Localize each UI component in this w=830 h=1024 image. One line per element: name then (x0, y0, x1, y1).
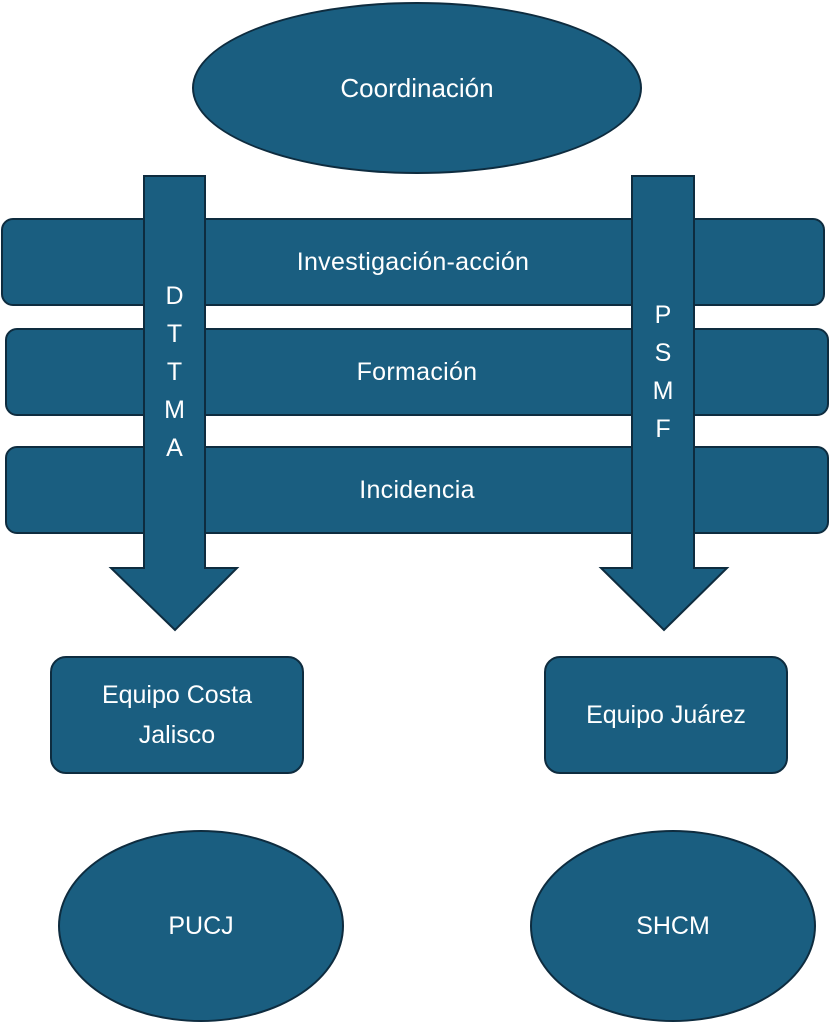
arrow-letter: D (165, 282, 184, 310)
institution-ellipse-pucj: PUCJ (58, 830, 344, 1022)
arrow-letter: P (654, 301, 672, 329)
institution-label: PUCJ (168, 911, 234, 940)
institution-label: SHCM (636, 911, 710, 940)
band-label: Investigación-acción (296, 247, 530, 276)
arrow-letter: M (652, 377, 674, 405)
left-down-arrow (108, 175, 240, 632)
team-label: Equipo Juárez (586, 701, 746, 729)
arrow-letter: T (166, 320, 183, 348)
band-label: Formación (356, 357, 478, 386)
coordination-ellipse: Coordinación (192, 2, 642, 174)
band-label: Incidencia (359, 475, 475, 504)
arrow-letter: T (166, 358, 183, 386)
institution-ellipse-shcm: SHCM (530, 830, 816, 1022)
arrow-letter: A (166, 434, 183, 462)
team-box-costa-jalisco: Equipo Costa Jalisco (50, 656, 304, 774)
right-arrow-letters: P S M F (632, 296, 694, 448)
arrow-letter: S (654, 339, 672, 367)
arrow-letter: M (164, 396, 185, 424)
left-arrow-letters: D T T M A (144, 277, 205, 467)
arrow-letter: F (655, 415, 671, 443)
team-box-juarez: Equipo Juárez (544, 656, 788, 774)
team-label: Equipo Costa Jalisco (101, 681, 253, 749)
coordination-label: Coordinación (340, 72, 494, 103)
right-down-arrow (598, 175, 730, 632)
